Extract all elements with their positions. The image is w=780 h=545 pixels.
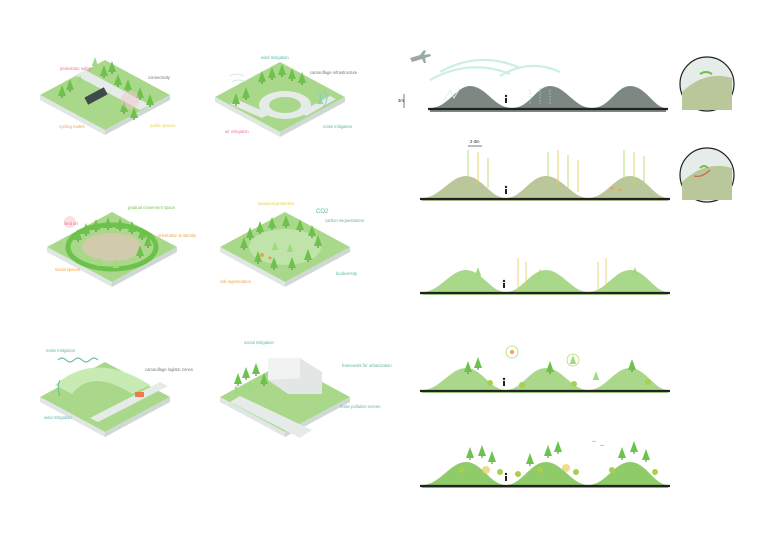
label-noise-mitigation-1: noise mitigation: [323, 124, 353, 129]
bus-icon: [84, 87, 108, 105]
label-height-3m: 3m: [398, 98, 404, 103]
label-biodiversity: biodiversity: [336, 271, 358, 276]
label-social-mitigation: social mitigation: [244, 340, 274, 345]
section-row-2: 2-3m: [420, 139, 670, 201]
label-gradual-movement: gradual movement space: [128, 205, 176, 210]
label-pedestrian-safety: pedestrian safety: [60, 66, 93, 71]
label-wind-mitigation-1: wind mitigation: [261, 55, 289, 60]
label-land-art: land art: [64, 221, 79, 226]
label-noise-mitigation-2: noise mitigation: [46, 348, 76, 353]
section-row-1: 3m: [398, 50, 668, 112]
label-air-mitigation: air mitigation: [225, 129, 249, 134]
label-orientation-identity: orientation & identity: [158, 233, 197, 238]
label-camouflage-logistic: camouflage logistic zones: [145, 367, 193, 372]
label-public-spaces: public spaces: [150, 123, 175, 128]
label-social-spaces: social spaces: [55, 267, 80, 272]
section-row-4: [420, 345, 670, 393]
label-framework-urbanization: framework for urbanization: [342, 363, 392, 368]
label-cycling-routes: cycling routes: [59, 124, 85, 129]
label-carbon-sequestration: carbon sequestration: [325, 218, 365, 223]
label-spacing-2m: 2-3m: [470, 139, 480, 144]
iso-tile-mobility: [40, 57, 170, 135]
label-noise-pollution-screen: noise pollution screen: [340, 404, 381, 409]
label-wind-mitigation-2: wind mitigation: [44, 415, 72, 420]
iso-tile-forest: [220, 212, 350, 287]
label-connectivity: connectivity: [148, 75, 171, 80]
iso-tile-roundabout: [215, 62, 345, 137]
iso-tile-urban: [220, 358, 350, 438]
label-camouflage-infrastructure: camouflage infrastructure: [310, 70, 358, 75]
section-row-3: [420, 258, 670, 295]
section-row-5: [420, 440, 670, 488]
label-co2: CO2: [316, 209, 329, 215]
airplane-icon: [410, 50, 431, 63]
truck-icon: [135, 392, 144, 397]
detail-circle-1: [679, 56, 735, 112]
iso-tile-berm: [40, 357, 170, 437]
label-soil-regeneration: soil regeneration: [220, 279, 252, 284]
detail-circle-2: [679, 147, 735, 203]
label-seasonal-protection: seasonal protection: [258, 201, 295, 206]
iso-tile-land-art: [47, 212, 177, 287]
